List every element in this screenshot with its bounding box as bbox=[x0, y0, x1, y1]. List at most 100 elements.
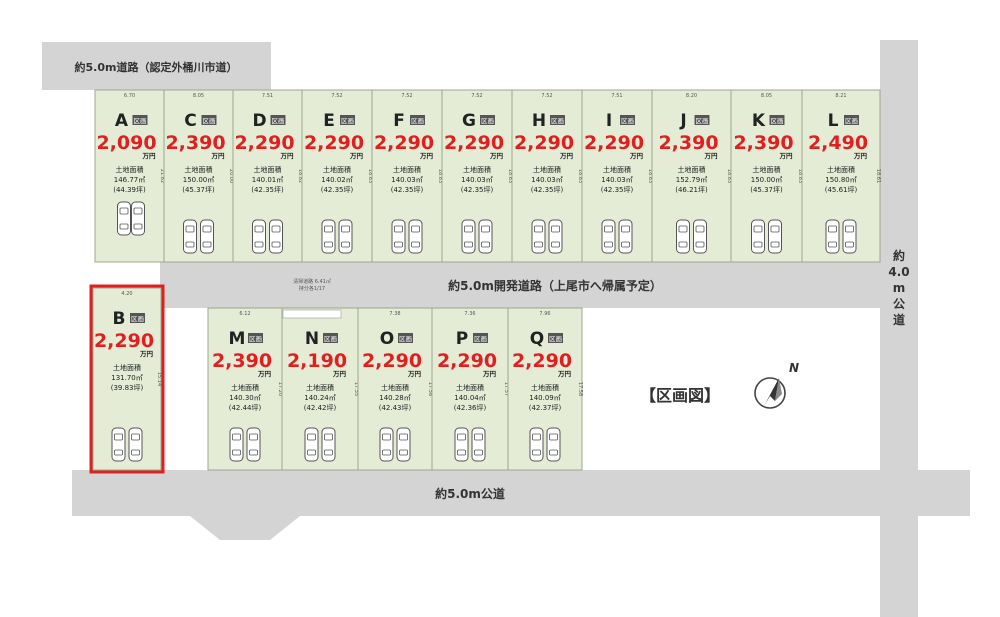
lot-width-label: 8.05 bbox=[761, 93, 772, 99]
lot-area-label: 土地面積 bbox=[254, 165, 282, 174]
right-road-bottom-join bbox=[880, 470, 970, 516]
lot-letter: L bbox=[828, 111, 839, 131]
lot-suffix-badge bbox=[270, 115, 286, 125]
lot-letter: O bbox=[380, 329, 394, 349]
svg-text:清掃道路 6.41㎡: 清掃道路 6.41㎡ bbox=[293, 278, 331, 285]
roads bbox=[42, 40, 970, 617]
svg-text:持分各1/17: 持分各1/17 bbox=[299, 285, 325, 292]
lot-price-unit: 万円 bbox=[349, 152, 364, 160]
lot-suffix-badge bbox=[323, 333, 338, 343]
lot-tsubo-value: (45.61坪) bbox=[825, 186, 858, 194]
lot-area-value: 140.28㎡ bbox=[379, 394, 411, 402]
lot-width-label: 6.70 bbox=[124, 93, 135, 99]
lot-area-label: 土地面積 bbox=[753, 165, 781, 174]
lot-suffix-label: 区画 bbox=[474, 335, 487, 343]
lot-tsubo-value: (42.35坪) bbox=[601, 186, 634, 194]
lot-letter: E bbox=[323, 111, 335, 131]
lot-price-unit: 万円 bbox=[629, 152, 644, 160]
lot-price: 2,290 bbox=[234, 132, 294, 154]
bottom-road bbox=[72, 470, 970, 516]
lot-price-unit: 万円 bbox=[559, 152, 574, 160]
lot-width-label: 8.21 bbox=[835, 93, 846, 99]
lot-suffix-label: 区画 bbox=[249, 335, 262, 343]
lot-price-unit: 万円 bbox=[332, 370, 347, 378]
lot-area-label: 土地面積 bbox=[231, 383, 259, 392]
lot-price: 2,290 bbox=[362, 350, 422, 372]
lot-suffix-badge bbox=[398, 333, 413, 343]
lot-suffix-badge bbox=[410, 115, 425, 125]
lot-price-unit: 万円 bbox=[407, 370, 422, 378]
lot-depth-label: 17.55 bbox=[353, 382, 359, 396]
lot-price: 2,290 bbox=[304, 132, 364, 154]
lot-suffix-label: 区画 bbox=[621, 117, 634, 125]
lot-area-label: 土地面積 bbox=[827, 165, 855, 174]
lot-price-unit: 万円 bbox=[557, 370, 572, 378]
lot-letter: B bbox=[113, 309, 126, 329]
lot-area-value: 150.80㎡ bbox=[825, 176, 857, 184]
lot-depth-label: 18.63 bbox=[647, 169, 653, 183]
lot-suffix-label: 区画 bbox=[341, 117, 354, 125]
lot-suffix-badge bbox=[844, 115, 859, 125]
lot-area-value: 131.70㎡ bbox=[111, 374, 143, 382]
lot-suffix-label: 区画 bbox=[549, 335, 562, 343]
lot-letter: F bbox=[393, 111, 405, 131]
lot-depth-label: 18.61 bbox=[875, 169, 881, 183]
lot-suffix-label: 区画 bbox=[399, 335, 412, 343]
svg-text:道: 道 bbox=[893, 312, 905, 327]
lot-area-value: 140.04㎡ bbox=[454, 394, 486, 402]
lot-price: 2,090 bbox=[96, 132, 156, 154]
bottom-road-left-flare bbox=[190, 516, 300, 540]
lot-area-label: 土地面積 bbox=[323, 165, 351, 174]
lot-tsubo-value: (42.35坪) bbox=[391, 186, 424, 194]
lot-area-value: 140.01㎡ bbox=[252, 176, 284, 184]
lot-tsubo-value: (42.43坪) bbox=[379, 404, 412, 412]
lot-price: 2,290 bbox=[437, 350, 497, 372]
lot-price: 2,490 bbox=[808, 132, 868, 154]
middle-road-label: 約5.0m開発道路（上尾市へ帰属予定） bbox=[448, 278, 662, 293]
lot-letter: D bbox=[252, 111, 266, 131]
lot-suffix-label: 区画 bbox=[845, 117, 858, 125]
lot-suffix-label: 区画 bbox=[411, 117, 424, 125]
diagram-title: 【区画図】 bbox=[640, 386, 720, 405]
lot-area-label: 土地面積 bbox=[456, 383, 484, 392]
lot-price: 2,290 bbox=[444, 132, 504, 154]
lot-price-unit: 万円 bbox=[139, 350, 154, 358]
lot-area-label: 土地面積 bbox=[116, 165, 144, 174]
lot-depth-label: 18.82 bbox=[297, 169, 303, 183]
lot-suffix-label: 区画 bbox=[551, 117, 564, 125]
lot-area-value: 140.03㎡ bbox=[601, 176, 633, 184]
lot-depth-label: 17.20 bbox=[277, 382, 283, 396]
lot-price: 2,290 bbox=[94, 330, 154, 352]
lot-price-unit: 万円 bbox=[853, 152, 868, 160]
north-label: N bbox=[789, 361, 799, 375]
lot-letter: M bbox=[229, 329, 246, 349]
lot-width-label: 7.52 bbox=[541, 93, 552, 99]
lot-area-value: 140.30㎡ bbox=[229, 394, 261, 402]
lot-letter: Q bbox=[530, 329, 544, 349]
lot-area-label: 土地面積 bbox=[678, 165, 706, 174]
lot-price-unit: 万円 bbox=[779, 152, 794, 160]
lot-width-label: 7.51 bbox=[611, 93, 622, 99]
lot-area-value: 150.00㎡ bbox=[751, 176, 783, 184]
lot-area-value: 146.77㎡ bbox=[114, 176, 146, 184]
lot-tsubo-value: (44.39坪) bbox=[113, 186, 146, 194]
